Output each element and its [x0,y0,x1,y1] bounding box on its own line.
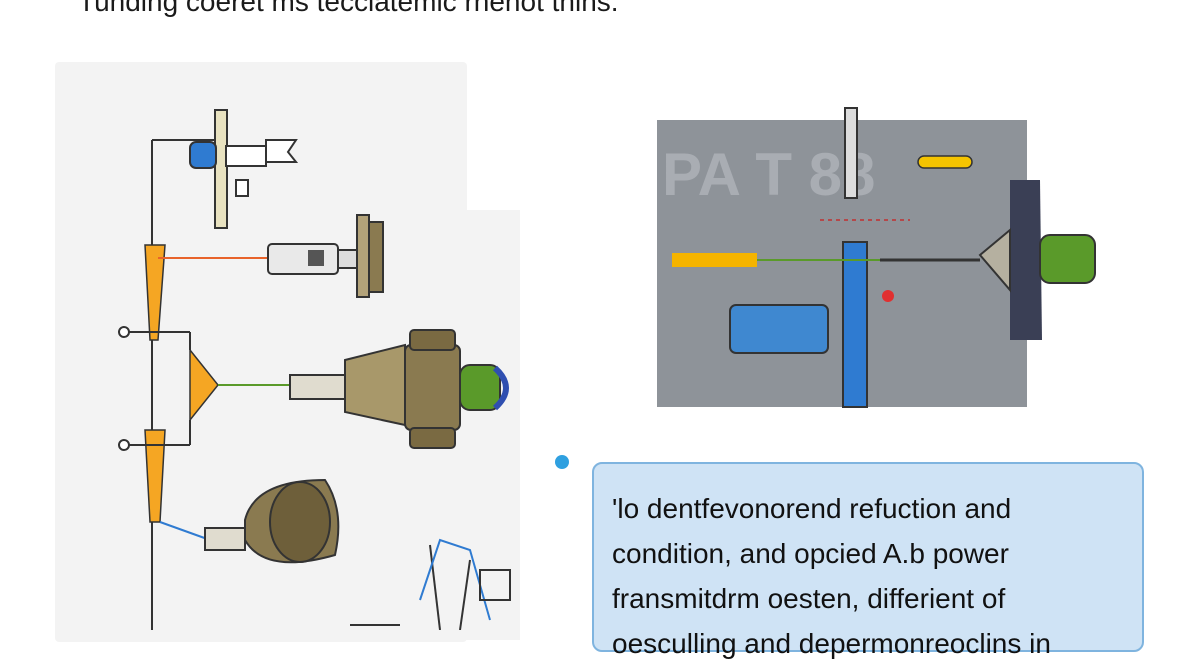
page-heading: Tuhding coeret ms tecciatemic rhenot thi… [78,0,619,17]
upper-taper-element [144,244,166,341]
mechanism-diagram: PA T 88 [118,107,1096,630]
motor-component [289,329,509,449]
bubble-accent [555,455,569,469]
description-note-box: 'lo dentfevonorend refuction and conditi… [592,462,1144,659]
bell-housing-component [204,478,340,564]
mechanism-photo-panel: PA T 88 [657,107,1096,408]
note-line-4: oesculling and depermonreoclins in [612,628,1051,659]
note-line-3: fransmitdrm oesten, differient of [612,583,1006,614]
note-line-1: 'lo dentfevonorend refuction and [612,493,1012,524]
note-line-2: condition, and opcied A.b power [612,538,1009,569]
bottom-mechanism [350,538,511,630]
center-wedge-element [189,347,219,423]
lower-taper-element [144,429,166,523]
stencil-text: PA T 88 [662,141,875,208]
sensor-component [267,214,384,298]
clamp-component [189,109,299,229]
